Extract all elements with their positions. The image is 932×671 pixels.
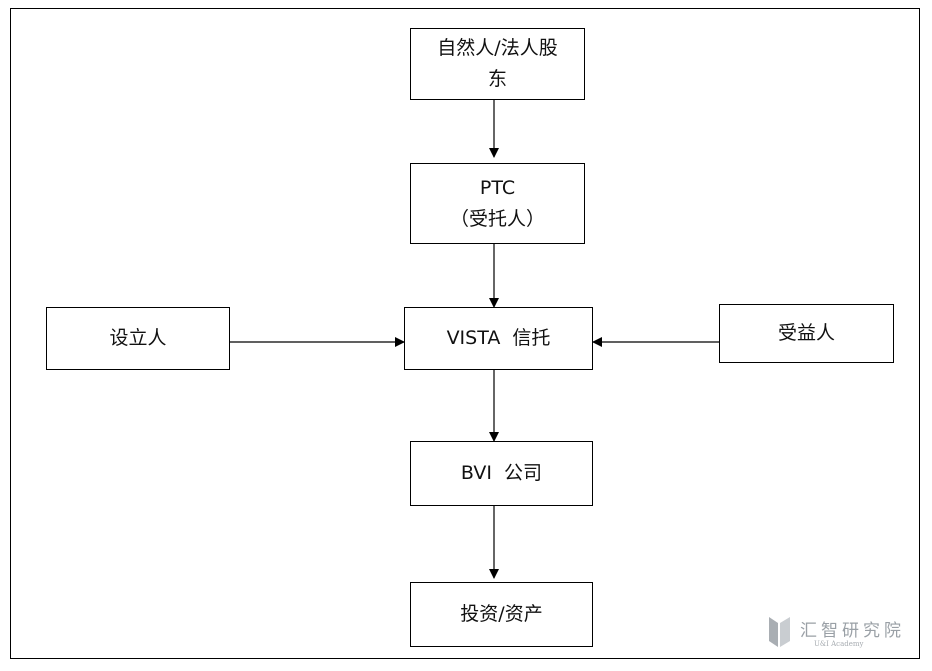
node-beneficiary-label: 受益人 — [777, 322, 835, 344]
watermark-subtitle: U&I Academy — [814, 640, 864, 648]
node-shareholder-line-1: 自然人/法人股 — [437, 37, 558, 59]
watermark: 汇智研究院 U&I Academy — [766, 614, 906, 654]
node-assets: 投资/资产 — [410, 582, 593, 647]
node-settlor-label: 设立人 — [109, 327, 167, 349]
book-logo-icon — [769, 617, 790, 647]
node-settlor: 设立人 — [46, 307, 230, 370]
node-shareholder-line-2: 东 — [487, 68, 507, 90]
node-shareholder: 自然人/法人股 东 — [410, 28, 585, 100]
node-beneficiary: 受益人 — [719, 304, 894, 363]
node-assets-label: 投资/资产 — [460, 603, 543, 625]
node-bvi: BVI 公司 — [410, 441, 593, 506]
node-trustee-line-1: PTC — [479, 176, 516, 199]
diagram-frame — [10, 8, 920, 659]
node-trustee: PTC （受托人） — [410, 163, 585, 244]
watermark-name: 汇智研究院 — [800, 621, 905, 641]
node-trustee-line-2: （受托人） — [449, 207, 545, 230]
node-trust-label: VISTA 信托 — [446, 327, 551, 349]
node-trust: VISTA 信托 — [404, 307, 593, 370]
node-bvi-label: BVI 公司 — [460, 462, 543, 484]
